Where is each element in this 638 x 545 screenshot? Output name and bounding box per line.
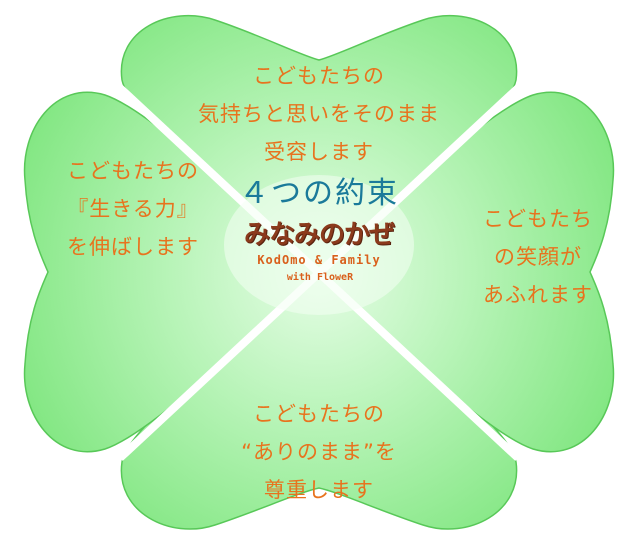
center-glow	[224, 175, 414, 315]
petal-left	[23, 91, 321, 453]
center-title: ４つの約束	[239, 176, 399, 211]
logo-subtitle: KodOmo & Family	[257, 253, 381, 267]
petal-right-line-3: あふれます	[483, 283, 593, 307]
logo-wordmark: みなみのかぜ	[243, 220, 395, 250]
petal-right-text: こどもたち の笑顔が あふれます	[438, 200, 638, 314]
petal-bottom-line-2: “ありのまま”を	[241, 440, 397, 464]
petal-top-text: こどもたちの 気持ちと思いをそのまま 受容します	[159, 57, 479, 171]
petal-right	[317, 91, 615, 453]
logo-tagline: with FloweR	[286, 272, 354, 283]
petal-bottom-line-3: 尊重します	[264, 478, 374, 502]
petal-right-line-2: の笑顔が	[494, 245, 582, 269]
petal-top-line-1: こどもたちの	[253, 64, 385, 88]
petal-top-line-3: 受容します	[264, 140, 374, 164]
petal-bottom-line-1: こどもたちの	[253, 402, 385, 426]
petal-bottom-text: こどもたちの “ありのまま”を 尊重します	[159, 395, 479, 509]
petal-top-line-2: 気持ちと思いをそのまま	[198, 102, 440, 126]
petal-left-text: こどもたちの 『生きる力』 を伸ばします	[28, 152, 238, 266]
petal-left-line-3: を伸ばします	[67, 235, 199, 259]
petal-left-line-2: 『生きる力』	[67, 197, 199, 221]
petal-right-line-1: こどもたち	[483, 207, 593, 231]
petal-left-line-1: こどもたちの	[67, 159, 199, 183]
